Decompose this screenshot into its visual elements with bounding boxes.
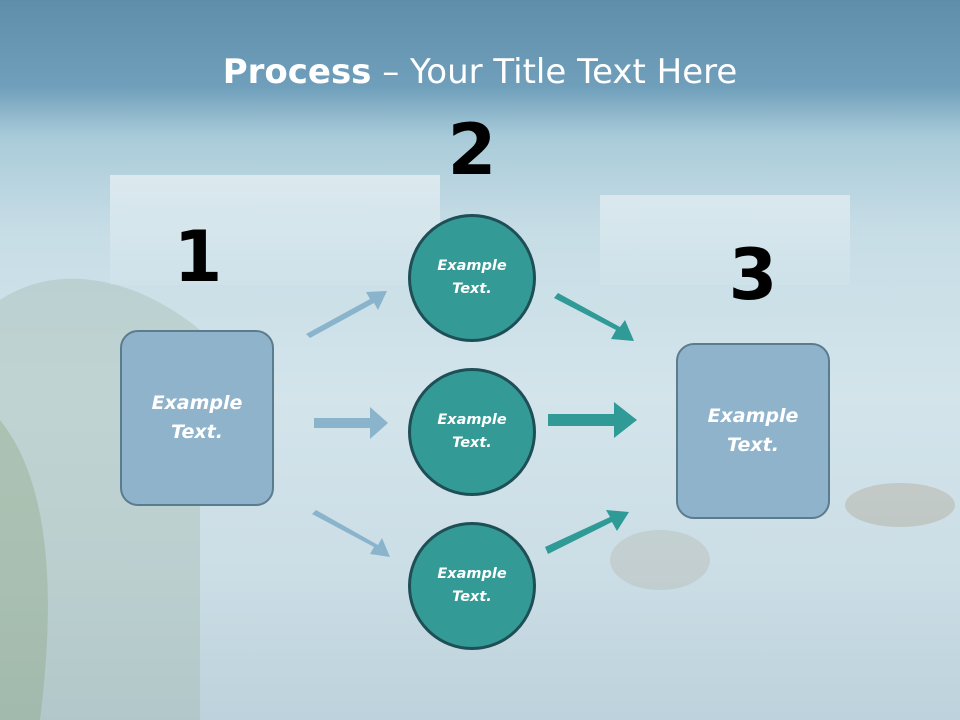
left-process-box: Example Text. — [120, 330, 274, 506]
left-box-text: Example Text. — [151, 392, 243, 443]
circle-middle: Example Text. — [408, 368, 536, 496]
title-rest: – Your Title Text Here — [371, 52, 738, 92]
circle-middle-text: Example Text. — [437, 412, 507, 451]
title-bold: Process — [222, 52, 372, 92]
arrow-middle-to-right — [548, 402, 637, 438]
step-number-3: 3 — [728, 234, 778, 316]
arrow-left-to-bottom — [312, 510, 390, 557]
circle-top: Example Text. — [408, 214, 536, 342]
step-number-2: 2 — [447, 109, 497, 191]
arrow-bottom-to-right — [545, 510, 629, 554]
right-process-box: Example Text. — [676, 343, 830, 519]
arrows-right-group — [545, 293, 637, 554]
right-box-text: Example Text. — [707, 405, 799, 456]
step-number-1: 1 — [173, 216, 223, 298]
circle-bottom-text: Example Text. — [437, 566, 507, 605]
arrow-left-to-middle — [314, 407, 388, 439]
arrow-left-to-top — [306, 291, 387, 338]
arrow-top-to-right — [554, 293, 634, 341]
circle-top-text: Example Text. — [437, 258, 507, 297]
slide-title: Process – Your Title Text Here — [0, 52, 960, 92]
circle-bottom: Example Text. — [408, 522, 536, 650]
arrows-left-group — [306, 291, 390, 557]
